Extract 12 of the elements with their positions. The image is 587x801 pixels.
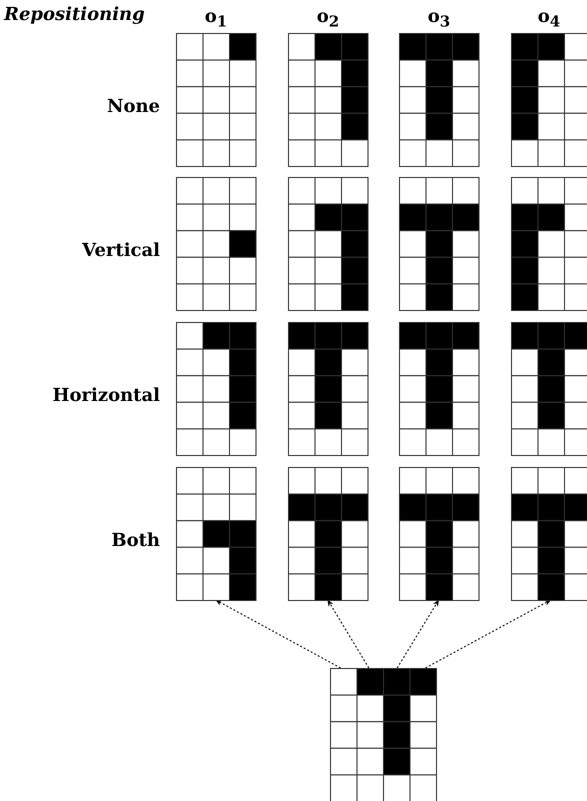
column-header: o$_{1}$ bbox=[204, 8, 228, 30]
column-header: o$_{3}$ bbox=[428, 8, 450, 30]
column-header: o$_{4}$ bbox=[538, 8, 560, 30]
row-label: Both bbox=[111, 532, 160, 550]
dashed-arrow bbox=[396, 599, 440, 668]
row-label: None bbox=[107, 98, 160, 116]
dashed-arrow bbox=[327, 599, 370, 668]
column-header: o$_{2}$ bbox=[316, 8, 340, 30]
dashed-arrow bbox=[215, 600, 342, 668]
row-label: Horizontal bbox=[52, 387, 160, 405]
row-label: Vertical bbox=[82, 242, 160, 260]
dashed-arrow bbox=[424, 600, 552, 668]
